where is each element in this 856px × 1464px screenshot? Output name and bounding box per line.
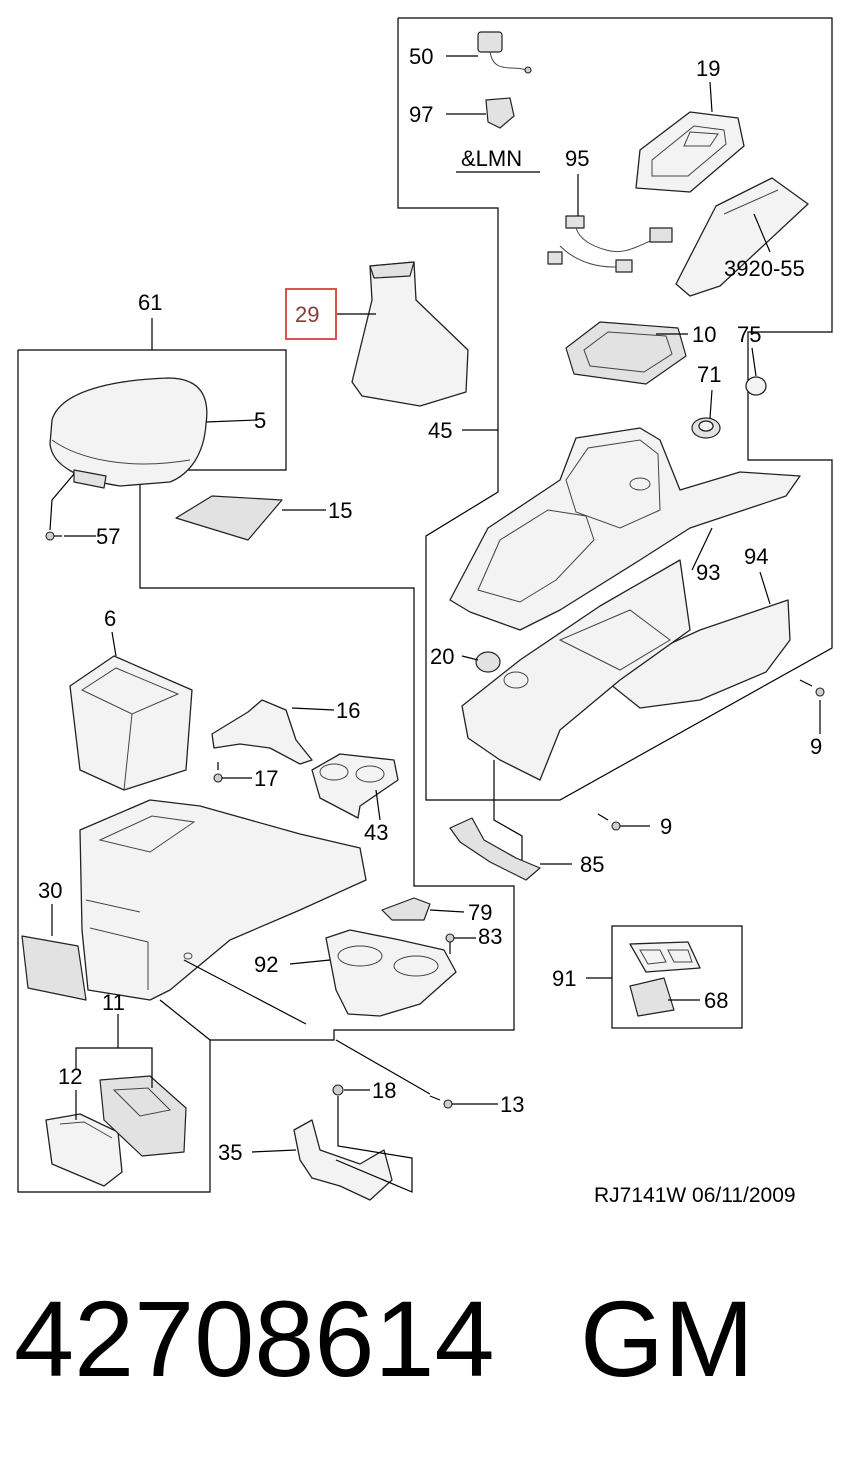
part-95-harness (547, 215, 673, 273)
part-lower-console-body (79, 799, 367, 1001)
part-number: 42708614 (14, 1278, 495, 1399)
callout-9a: 9 (810, 734, 822, 759)
callout-13: 13 (500, 1092, 524, 1117)
part-5-armrest-lid (49, 377, 208, 489)
part-71-outlet (691, 417, 721, 439)
callout-43: 43 (364, 820, 388, 845)
callout-95: 95 (565, 146, 589, 171)
part-43-cup-holder (311, 753, 399, 819)
part-68-switch (629, 977, 675, 1017)
frame-left (17, 349, 515, 1193)
callout-11: 11 (102, 990, 125, 1015)
callout-15: 15 (328, 498, 352, 523)
part-13-screw (429, 1095, 453, 1109)
callout-92: 92 (254, 952, 278, 977)
part-16-bracket (211, 699, 313, 765)
part-3920-55-trim (675, 177, 809, 297)
callout-79: 79 (468, 900, 492, 925)
part-79-clip (381, 897, 431, 921)
part-9b-screw (597, 813, 621, 831)
frame-upper-right (397, 17, 833, 801)
callout-18: 18 (372, 1078, 396, 1103)
callout-97: 97 (409, 102, 433, 127)
part-29-shift-boot (351, 261, 469, 407)
callout-29: 29 (295, 302, 319, 327)
drawing-reference: RJ7141W 06/11/2009 (594, 1184, 796, 1207)
callout-50: 50 (409, 44, 433, 69)
callout-19: 19 (696, 56, 720, 81)
part-6-bin (69, 655, 193, 791)
callout-75: 75 (737, 322, 761, 347)
part-50-connector (477, 31, 532, 74)
part-85-bracket (449, 817, 541, 881)
callout-3920-55: 3920-55 (724, 256, 805, 281)
callout-16: 16 (336, 698, 360, 723)
part-97-clip (485, 97, 515, 129)
callout-61: 61 (138, 290, 162, 315)
part-17-screw (213, 762, 223, 783)
callout-17: 17 (254, 766, 278, 791)
callout-85: 85 (580, 852, 604, 877)
frame-switch-group (611, 925, 743, 1029)
callout-68: 68 (704, 988, 728, 1013)
callout-71: 71 (697, 362, 721, 387)
callout-93: 93 (696, 560, 720, 585)
part-57-screw (45, 531, 62, 541)
callout-5: 5 (254, 408, 266, 433)
part-94-side-panel (599, 599, 791, 709)
part-18-screw (332, 1084, 344, 1112)
callout-lmn: &LMN (461, 146, 522, 171)
brand-name: GM (580, 1278, 754, 1399)
callout-6: 6 (104, 606, 116, 631)
part-92-cup-insert (325, 929, 457, 1017)
part-9a-screw (799, 679, 825, 697)
callout-83: 83 (478, 924, 502, 949)
part-15-pad (175, 495, 283, 541)
callout-91: 91 (552, 966, 576, 991)
callout-9b: 9 (660, 814, 672, 839)
callout-10: 10 (692, 322, 716, 347)
callout-labels: 50 97 &LMN 19 95 3920-55 29 61 10 75 71 … (38, 44, 822, 1165)
leader-lines (49, 55, 821, 1193)
callout-30: 30 (38, 878, 62, 903)
highlight-box-29 (285, 288, 337, 340)
part-console-carrier (461, 559, 691, 781)
part-83-screw (445, 933, 455, 954)
part-75-cap (745, 376, 767, 396)
part-35-bracket (293, 1119, 393, 1201)
part-20-plug (475, 651, 501, 673)
callout-45: 45 (428, 418, 452, 443)
callout-57: 57 (96, 524, 120, 549)
part-12-ashtray (45, 1113, 123, 1187)
part-10-mat (565, 321, 687, 385)
callout-94: 94 (744, 544, 768, 569)
callout-35: 35 (218, 1140, 242, 1165)
part-93-console-upper (449, 427, 801, 631)
part-19-shift-bezel (635, 111, 745, 193)
part-11-ashtray-housing (99, 1075, 187, 1157)
part-91-switch-bezel (629, 941, 701, 973)
callout-12: 12 (58, 1064, 82, 1089)
part-30-front-panel (21, 935, 87, 1001)
callout-20: 20 (430, 644, 454, 669)
